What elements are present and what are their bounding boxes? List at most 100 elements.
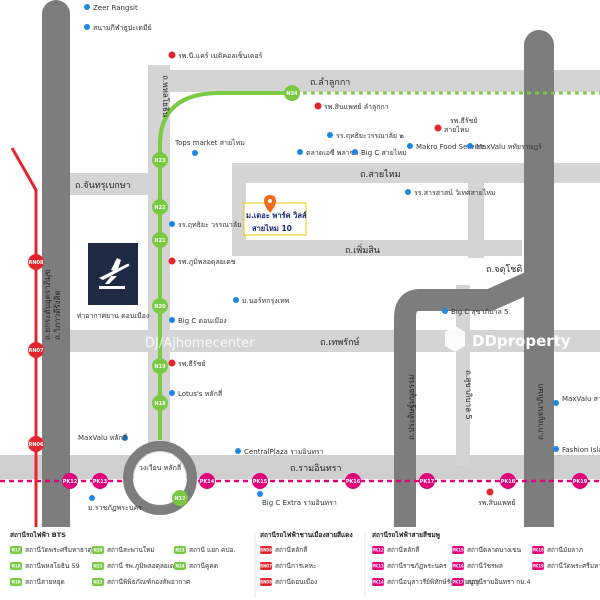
place-univ: ม.นอร์ทกรุงเทพ bbox=[242, 297, 290, 305]
place-maxvalu-right: MaxValu สาขาปัญญาวิลล์ bbox=[562, 395, 600, 403]
place-school1: รร.ฤทธิยะวรรณาลัย ๒ bbox=[336, 132, 404, 140]
road-sai-mai-soi bbox=[232, 163, 246, 256]
place-marker bbox=[84, 24, 90, 30]
legend-swatch bbox=[174, 562, 186, 570]
legend-code: RN07 bbox=[260, 564, 272, 569]
legend-code: PK13 bbox=[372, 564, 384, 569]
station-marker bbox=[419, 473, 435, 489]
expressway-diagonal bbox=[394, 267, 550, 600]
road-lam-luk-ka bbox=[170, 70, 600, 92]
station-marker bbox=[284, 85, 300, 101]
hospital-icon bbox=[168, 359, 176, 367]
legend-swatch bbox=[260, 578, 272, 586]
station-code: RN06 bbox=[29, 442, 45, 448]
place-central: CentralPlaza รามอินทรา bbox=[244, 448, 324, 456]
legend-swatch bbox=[260, 546, 272, 554]
station-marker bbox=[572, 473, 588, 489]
place-lotus: Lotus's หลักสี่ bbox=[178, 389, 223, 398]
station-code: PK12 bbox=[63, 479, 78, 485]
ddproperty-logo-icon bbox=[445, 326, 465, 352]
legend-item: สถานีวัดพระศรีมหาธาตุ bbox=[547, 562, 600, 570]
laksi-roundabout bbox=[123, 441, 197, 515]
place-sinphat: รพ.สินแพทย์ bbox=[478, 499, 516, 507]
station-code: RN07 bbox=[29, 348, 45, 354]
legend-swatch bbox=[532, 546, 544, 554]
station-code: N23 bbox=[154, 158, 166, 164]
place-marker bbox=[297, 149, 303, 155]
legend-swatch bbox=[92, 562, 104, 570]
road-label-thep-rak: ถ.เทพรักษ์ bbox=[320, 336, 360, 348]
project-marker: ม.เดอะ พาร์ค วิลล์ สายไหม 10 bbox=[243, 195, 307, 236]
place-marker bbox=[169, 390, 175, 396]
place-marker bbox=[327, 132, 333, 138]
laksi-label: วงเวียน หลักสี่ bbox=[139, 463, 182, 472]
station-marker bbox=[199, 473, 215, 489]
road-label-chanthrubeksa: ถ.จันทรุเบกษา bbox=[75, 181, 131, 191]
station-code: N24 bbox=[286, 91, 298, 97]
stations-red: RN08 RN07 RN06 bbox=[28, 254, 44, 452]
legend-item: สถานีสะพานใหม่ bbox=[107, 546, 155, 554]
legend-code: PK16 bbox=[452, 564, 464, 569]
station-code: N18 bbox=[154, 401, 166, 407]
legend-code: PK12 bbox=[372, 548, 384, 553]
place-saimai-hospital: รพ.สินแพทย์ ลำลูกกา bbox=[324, 103, 389, 111]
station-code: N19 bbox=[154, 364, 166, 370]
road-labels: ถ.ลำลูกกา ถ.จันทรุเบกษา ถ.สายไหม ถ.เพิ่ม… bbox=[43, 75, 545, 474]
place-hosp-siri: รพ.ธีรัชย์ bbox=[178, 360, 205, 368]
place-marker bbox=[169, 221, 175, 227]
place-marker bbox=[84, 4, 90, 10]
legend-code: PK15 bbox=[452, 548, 464, 553]
legend-code: N22 bbox=[94, 580, 103, 585]
road-mid-vertical bbox=[468, 178, 484, 258]
station-code: N21 bbox=[154, 238, 166, 244]
station-code: PK19 bbox=[573, 479, 588, 485]
airport-label: ท่าอากาศยาน ดอนเมือง bbox=[77, 312, 150, 320]
place-saimai-hosp2: สายไหม bbox=[444, 125, 469, 134]
place-marker bbox=[122, 435, 128, 441]
road-label-phahonyothin: ถ.พหลโยธิน bbox=[161, 75, 171, 118]
legend-swatch bbox=[92, 546, 104, 554]
legend-code: N24 bbox=[176, 564, 185, 569]
road-label-lam-luk-ka: ถ.ลำลูกกา bbox=[310, 77, 350, 88]
stations-pink: PK12 PK13 PK14 PK15 PK16 PK17 PK18 PK19 bbox=[62, 473, 588, 489]
place-marker bbox=[169, 317, 175, 323]
road-label-sukhaphiban5: ถ.สุขาภิบาล 5 bbox=[464, 370, 473, 420]
place-marker bbox=[352, 149, 358, 155]
place-ratchaphat: ม.ราชภัฏพระนคร bbox=[88, 504, 142, 512]
station-code: N17 bbox=[174, 496, 186, 502]
station-marker bbox=[28, 342, 44, 358]
legend-item: สถานีรามอินทรา กม.4 bbox=[467, 578, 531, 586]
place-stadium: สนามกีฬาธูปะเตมีย์ bbox=[93, 24, 152, 32]
place-marker bbox=[192, 150, 198, 156]
legend-item: สถานีวัชรพล bbox=[467, 562, 503, 570]
station-marker bbox=[152, 358, 168, 374]
legend-code: N21 bbox=[94, 564, 103, 569]
legend-swatch bbox=[10, 562, 22, 570]
legend-item: สถานีพหลโยธิน 59 bbox=[25, 562, 80, 570]
place-marker bbox=[467, 143, 473, 149]
place-bigc-sukha: Big C สุขาภิบาล 5 bbox=[451, 308, 508, 316]
station-code: PK13 bbox=[93, 479, 108, 485]
places: Zeer Rangsit สนามกีฬาธูปะเตมีย์ รพ.นี.แค… bbox=[78, 4, 600, 512]
airport-block: ท่าอากาศยาน ดอนเมือง bbox=[77, 243, 150, 320]
legend-code: PK17 bbox=[452, 580, 464, 585]
place-siriraj: รพ.ธีรัชย์ bbox=[450, 117, 477, 125]
legend-swatch bbox=[372, 578, 384, 586]
place-maxvalu-top: MaxValu หทัยราษฎร์ bbox=[476, 143, 542, 151]
legend-item: สถานีดอนเมือง bbox=[275, 578, 317, 586]
legend-code: PK19 bbox=[532, 564, 544, 569]
hospital-icon bbox=[168, 51, 176, 59]
legend-item: สถานีราชภัฏพระนคร bbox=[387, 562, 447, 570]
legend-item: สถานี รพ.ภูมิพลอดุลยเดช bbox=[107, 562, 179, 570]
place-bigc-extra: Big C Extra รามอินทรา bbox=[262, 499, 337, 507]
project-sub: สายไหม 10 bbox=[252, 223, 292, 233]
legend-code: RN08 bbox=[260, 580, 272, 585]
place-bhumibol: รพ.ภูมิพลอดุลยเดช bbox=[178, 258, 236, 266]
legend-swatch bbox=[532, 562, 544, 570]
legend-item: สถานีคูคต bbox=[189, 562, 218, 570]
road-label-chakkrit: ถ.จตุโชติ bbox=[486, 264, 522, 275]
watermarks: DJ/Ajhomecenter DDproperty bbox=[145, 326, 571, 352]
legend-item: สถานีอนุสาวรีย์พิทักษ์รัฐธรรมนูญ bbox=[387, 578, 479, 586]
